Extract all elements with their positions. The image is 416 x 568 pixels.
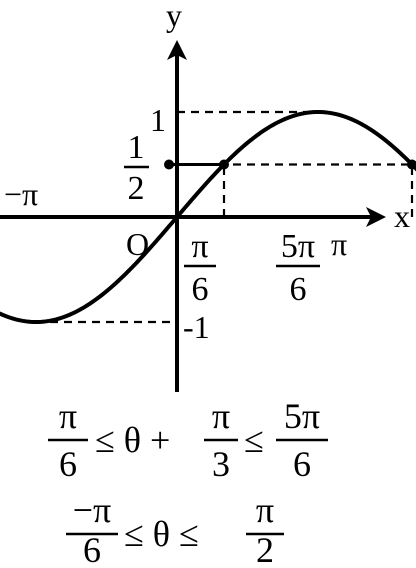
half-numerator: 1 (128, 129, 145, 166)
ineq1-left-denominator: 6 (59, 444, 77, 484)
y-axis-arrowhead (167, 40, 187, 60)
ineq1-mid-denominator: 3 (212, 444, 230, 484)
inequality-2: −π 6 ≤ θ ≤ π 2 (66, 490, 284, 568)
point-pi6 (219, 159, 230, 170)
ineq2-left-denominator: 6 (83, 530, 101, 568)
origin-label: O (126, 226, 149, 262)
five-pi6-numerator: 5π (281, 228, 315, 265)
point-y-axis-half (164, 159, 174, 170)
ineq1-right-denominator: 6 (293, 444, 311, 484)
sine-curve (0, 109, 416, 325)
ineq2-left-numerator: −π (73, 490, 111, 530)
neg-pi-label: −π (4, 176, 38, 212)
ineq1-mid-numerator: π (212, 396, 230, 436)
y-axis-label: y (166, 0, 182, 33)
ineq1-middle-a: ≤ θ + (95, 420, 170, 460)
pi6-denominator: 6 (192, 271, 209, 308)
ineq2-middle: ≤ θ ≤ (124, 514, 199, 554)
x-axis-arrowhead (366, 207, 386, 227)
ineq2-right-numerator: π (256, 490, 274, 530)
ineq1-middle-b: ≤ (244, 420, 264, 460)
inequality-1: π 6 ≤ θ + π 3 ≤ 5π 6 (48, 396, 328, 484)
five-pi6-denominator: 6 (290, 271, 307, 308)
neg-one-label: -1 (183, 309, 210, 345)
ineq1-right-numerator: 5π (284, 396, 320, 436)
point-5pi6 (407, 159, 416, 170)
ineq2-right-denominator: 2 (256, 530, 274, 568)
ineq1-left-numerator: π (59, 396, 77, 436)
pi6-numerator: π (191, 228, 208, 265)
pi-label: π (331, 226, 347, 262)
one-label: 1 (150, 102, 166, 138)
half-denominator: 2 (128, 170, 145, 207)
x-axis-label: x (394, 198, 410, 234)
